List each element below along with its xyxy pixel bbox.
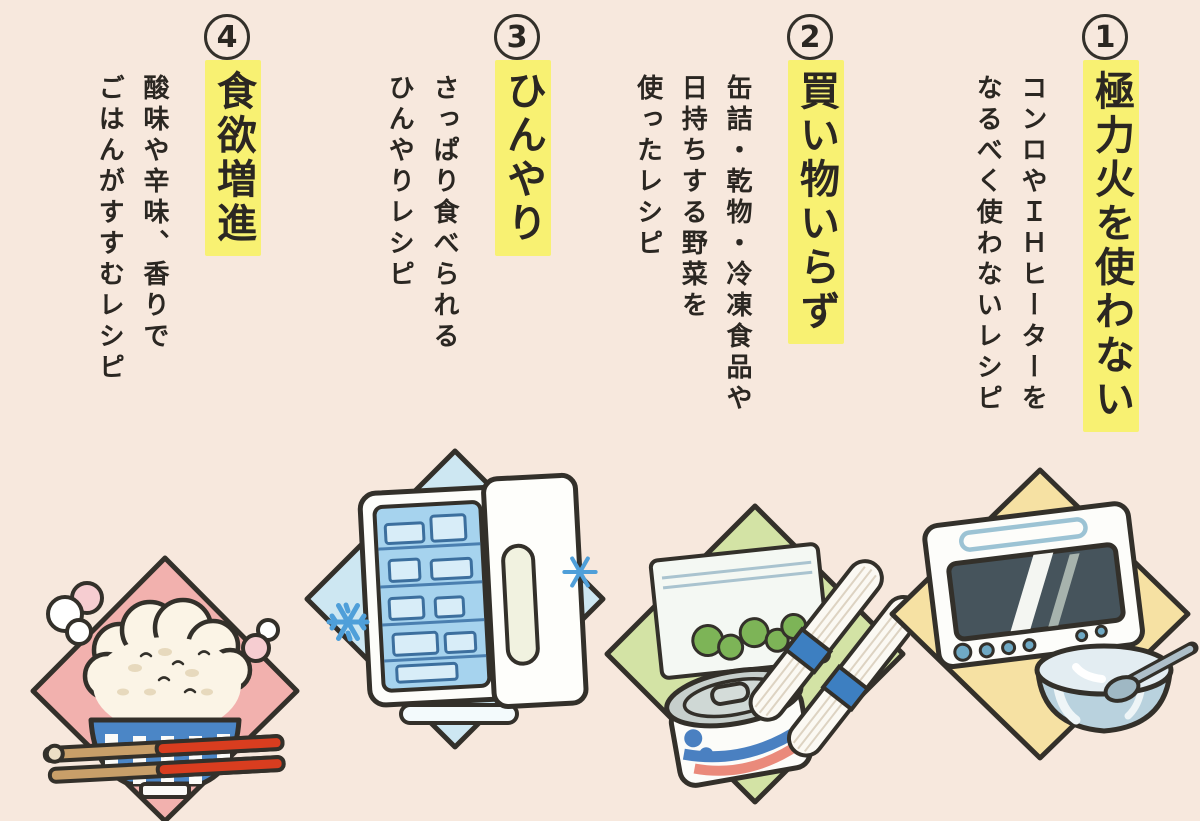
soup-bowl xyxy=(1034,641,1199,734)
section-3-title: ひんやり xyxy=(495,60,551,256)
text-line: さっぱり食べられる xyxy=(429,74,459,353)
section-3: 3ひんやり さっぱり食べられる ひんやりレシピ xyxy=(382,14,552,353)
text-line: なるべく使わないレシピ xyxy=(972,74,1003,415)
spoon xyxy=(1103,641,1199,703)
fridge-contents xyxy=(383,513,478,684)
rice-mound xyxy=(82,597,253,733)
section-1-title: 極力火を使わない xyxy=(1083,60,1139,432)
toaster-oven-illustration xyxy=(889,467,1199,761)
illustration-refrigerator xyxy=(293,437,618,772)
section-4-description: 酸味や辛味、香りで ごはんがすすむレシピ xyxy=(87,74,176,384)
section-3-description: さっぱり食べられる ひんやりレシピ xyxy=(377,74,466,353)
snowflake-icon xyxy=(562,556,598,588)
text-line: ごはんがすすむレシピ xyxy=(94,74,125,384)
refrigerator xyxy=(357,472,589,710)
section-3-title-column: 3ひんやり xyxy=(494,14,552,353)
text-line: コンロやＩＨヒーターを xyxy=(1017,74,1047,415)
snowflake-icon xyxy=(326,602,370,642)
chopsticks xyxy=(42,734,286,784)
section-2-number-badge: 2 xyxy=(787,14,833,60)
text-line: 日持ちする野菜を xyxy=(677,74,708,322)
pantry-foods-illustration xyxy=(604,503,910,805)
illustration-pantry-foods xyxy=(600,492,910,821)
noodle-bundle xyxy=(748,559,884,722)
section-1-description: コンロやＩＨヒーターを なるべく使わないレシピ xyxy=(965,74,1054,432)
refrigerator-illustration xyxy=(304,448,606,750)
oven-dials xyxy=(953,624,1108,662)
rice-bowl-illustration xyxy=(30,555,300,821)
steam-icon xyxy=(46,581,280,663)
section-4: 4食欲増進 酸味や辛味、香りで ごはんがすすむレシピ xyxy=(92,14,262,384)
fridge-shadow xyxy=(399,703,519,725)
text-line: 缶詰・乾物・冷凍食品や xyxy=(722,74,752,415)
can-pull-tab xyxy=(710,681,751,706)
fridge-door-handle xyxy=(501,543,540,666)
text-line: 酸味や辛味、香りで xyxy=(139,74,169,353)
text-line: 使ったレシピ xyxy=(632,74,663,260)
section-1-title-column: 1極力火を使わない xyxy=(1082,14,1140,432)
section-2-description: 缶詰・乾物・冷凍食品や 日持ちする野菜を 使ったレシピ xyxy=(625,74,759,415)
noodle-bundle xyxy=(786,594,910,758)
section-1: 1極力火を使わない コンロやＩＨヒーターを なるべく使わないレシピ xyxy=(945,14,1140,432)
section-4-title: 食欲増進 xyxy=(205,60,261,256)
section-3-number-badge: 3 xyxy=(494,14,540,60)
illustration-toaster-oven xyxy=(880,462,1200,772)
section-4-number-badge: 4 xyxy=(204,14,250,60)
illustration-rice-bowl xyxy=(15,540,315,821)
section-1-number-badge: 1 xyxy=(1082,14,1128,60)
section-2-title: 買い物いらず xyxy=(788,60,844,344)
section-2-title-column: 2買い物いらず xyxy=(787,14,845,415)
toaster-oven xyxy=(922,501,1145,669)
section-2: 2買い物いらず 缶詰・乾物・冷凍食品や 日持ちする野菜を 使ったレシピ xyxy=(630,14,845,415)
section-4-title-column: 4食欲増進 xyxy=(204,14,262,384)
text-line: ひんやりレシピ xyxy=(384,74,415,291)
